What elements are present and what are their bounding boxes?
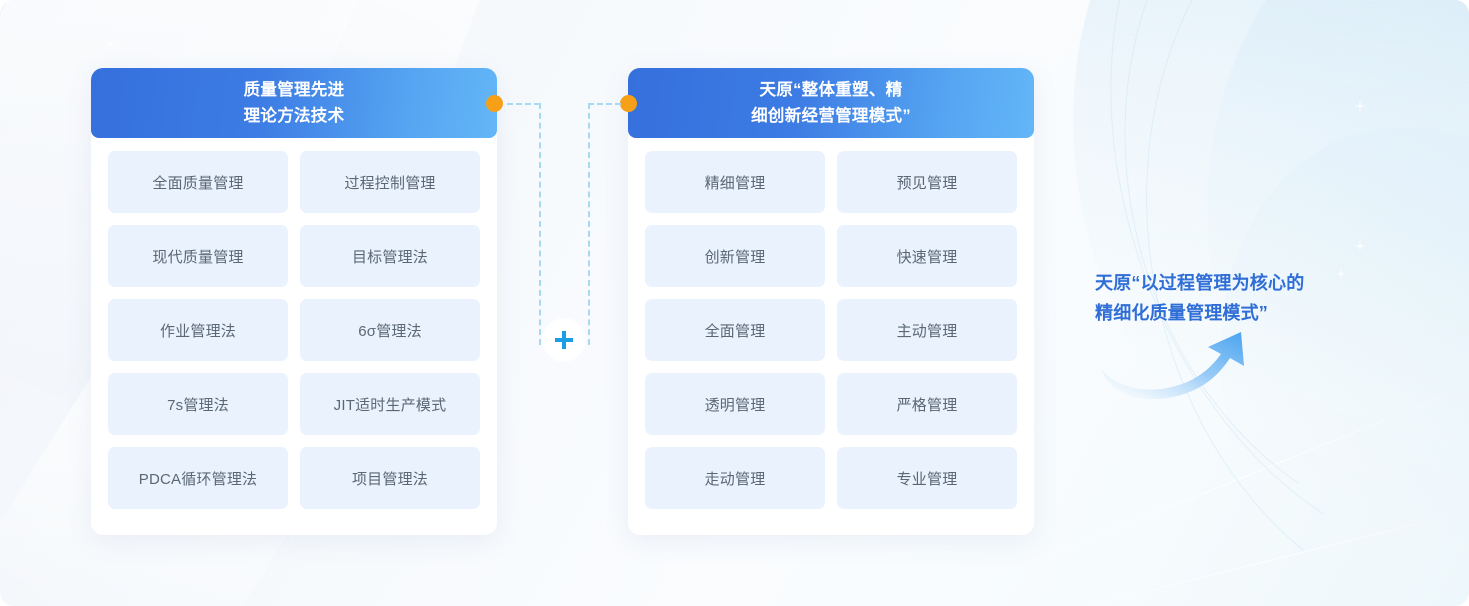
panel-quality-theory: 质量管理先进 理论方法技术 全面质量管理 过程控制管理 现代质量管理 目标管理法… — [91, 68, 497, 535]
connector-dash-horizontal-left — [507, 103, 540, 105]
dot-node-icon — [486, 95, 503, 112]
list-item[interactable]: 作业管理法 — [108, 299, 288, 361]
list-item[interactable]: 创新管理 — [645, 225, 825, 287]
list-item[interactable]: 项目管理法 — [300, 447, 480, 509]
panel-title: 质量管理先进 理论方法技术 — [243, 81, 345, 125]
connector-dash-vertical-right — [588, 103, 590, 345]
list-item[interactable]: 透明管理 — [645, 373, 825, 435]
annotation-line-2: 精细化质量管理模式” — [1095, 303, 1268, 323]
connector-dash-horizontal-right — [588, 103, 621, 105]
list-item[interactable]: 精细管理 — [645, 151, 825, 213]
list-item[interactable]: 全面管理 — [645, 299, 825, 361]
list-item[interactable]: 7s管理法 — [108, 373, 288, 435]
list-item[interactable]: 主动管理 — [837, 299, 1017, 361]
panel-grid-tianyuan-model: 精细管理 预见管理 创新管理 快速管理 全面管理 主动管理 透明管理 严格管理 … — [645, 151, 1017, 509]
panel-header-tianyuan-model: 天原“整体重塑、精 细创新经营管理模式” — [628, 68, 1034, 138]
list-item[interactable]: 现代质量管理 — [108, 225, 288, 287]
plus-icon — [542, 318, 586, 362]
panel-tianyuan-model: 天原“整体重塑、精 细创新经营管理模式” 精细管理 预见管理 创新管理 快速管理… — [628, 68, 1034, 535]
curved-arrow-up-right-icon — [1100, 330, 1270, 410]
list-item[interactable]: 走动管理 — [645, 447, 825, 509]
panel-grid-quality-theory: 全面质量管理 过程控制管理 现代质量管理 目标管理法 作业管理法 6σ管理法 7… — [108, 151, 480, 509]
sparkle-icon — [104, 38, 116, 50]
list-item[interactable]: 6σ管理法 — [300, 299, 480, 361]
annotation-line-1: 天原“以过程管理为核心的 — [1095, 273, 1305, 293]
sparkle-icon — [1354, 100, 1366, 112]
conclusion-annotation: 天原“以过程管理为核心的 精细化质量管理模式” — [1095, 268, 1395, 328]
list-item[interactable]: 专业管理 — [837, 447, 1017, 509]
list-item[interactable]: 严格管理 — [837, 373, 1017, 435]
list-item[interactable]: JIT适时生产模式 — [300, 373, 480, 435]
connector-dash-vertical-left — [539, 103, 541, 345]
sparkle-icon — [1354, 240, 1366, 252]
list-item[interactable]: 目标管理法 — [300, 225, 480, 287]
list-item[interactable]: 预见管理 — [837, 151, 1017, 213]
list-item[interactable]: 过程控制管理 — [300, 151, 480, 213]
list-item[interactable]: 全面质量管理 — [108, 151, 288, 213]
list-item[interactable]: PDCA循环管理法 — [108, 447, 288, 509]
list-item[interactable]: 快速管理 — [837, 225, 1017, 287]
bg-hairline-4 — [1046, 504, 1469, 606]
panel-connector — [480, 60, 650, 380]
panel-title: 天原“整体重塑、精 细创新经营管理模式” — [751, 81, 911, 125]
dot-node-icon — [620, 95, 637, 112]
panel-header-quality-theory: 质量管理先进 理论方法技术 — [91, 68, 497, 138]
